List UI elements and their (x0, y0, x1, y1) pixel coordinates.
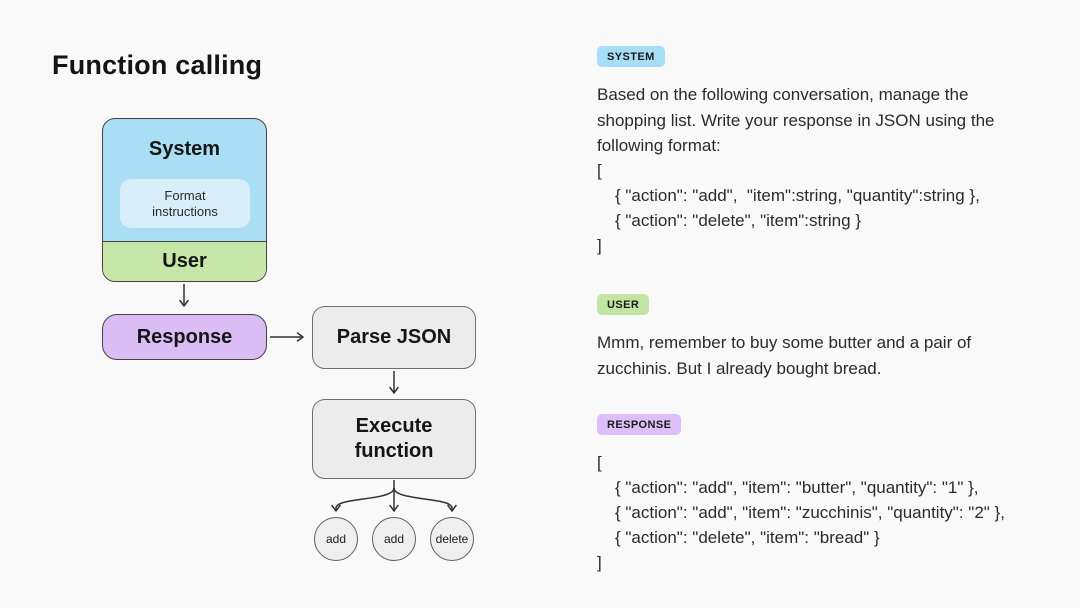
call-circle-add-1: add (314, 517, 358, 561)
text-line: zucchinis. But I already bought bread. (597, 358, 882, 378)
json-line: { "action": "add", "item": "butter", "qu… (615, 478, 979, 497)
text-line: following format: (597, 136, 721, 155)
parse-json-node-label: Parse JSON (336, 326, 452, 348)
response-json: [ { "action": "add", "item": "butter", "… (597, 450, 1005, 575)
text-line: Based on the following conversation, man… (597, 85, 969, 104)
parse-json-node: Parse JSON (312, 306, 476, 369)
execute-node-label-line2: function (354, 440, 434, 462)
json-line: { "action": "delete", "item":string } (615, 211, 861, 230)
execute-node-label-line1: Execute (355, 415, 433, 437)
json-line: ] (597, 553, 602, 572)
user-message-text: Mmm, remember to buy some butter and a p… (597, 330, 971, 381)
call-circle-add-2: add (372, 517, 416, 561)
json-line: { "action": "delete", "item": "bread" } (615, 528, 880, 547)
call-label: add (383, 532, 405, 546)
call-circle-delete: delete (430, 517, 474, 561)
json-line: [ (597, 453, 602, 472)
response-badge: RESPONSE (597, 414, 682, 435)
arrow-execute-to-call3 (393, 487, 457, 512)
arrow-execute-to-call1 (331, 487, 395, 512)
call-label: delete (435, 532, 469, 546)
system-prompt-text: Based on the following conversation, man… (597, 82, 995, 159)
text-line: shopping list. Write your response in JS… (597, 110, 995, 130)
call-label: add (325, 532, 347, 546)
response-node-label: Response (136, 325, 233, 348)
system-badge: SYSTEM (597, 46, 665, 67)
response-node: Response (102, 314, 267, 360)
json-line: [ (597, 161, 602, 180)
json-line: { "action": "add", "item": "zucchinis", … (615, 503, 1005, 522)
page-title: Function calling (52, 50, 263, 80)
user-node: User (103, 241, 266, 281)
json-line: ] (597, 236, 602, 255)
text-line: Mmm, remember to buy some butter and a p… (597, 333, 972, 352)
execute-function-node: Execute function (312, 399, 476, 479)
user-badge: USER (597, 294, 650, 315)
system-json-format: [ { "action": "add", "item":string, "qua… (597, 158, 980, 258)
system-node-label: System (148, 138, 221, 160)
json-line: { "action": "add", "item":string, "quant… (615, 186, 980, 205)
user-node-label: User (162, 250, 207, 272)
